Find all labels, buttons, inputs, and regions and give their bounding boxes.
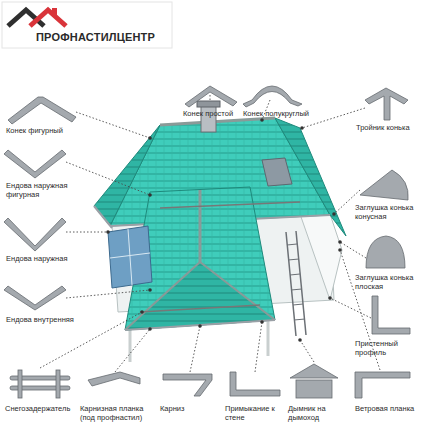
- drawing-part: [330, 298, 371, 318]
- part-label: Примыкание к стене: [225, 405, 285, 422]
- drawing-part: [190, 326, 200, 372]
- drawing-part: [8, 97, 76, 124]
- drawing-part: [115, 329, 150, 372]
- drawing-part: [293, 304, 303, 305]
- drawing-part: [30, 10, 66, 26]
- drawing-part: [140, 310, 144, 314]
- drawing-part: [108, 226, 152, 288]
- drawing-part: [338, 240, 342, 244]
- part-label: Дымник на дымоход: [288, 405, 353, 422]
- part-label: Конек простой: [183, 110, 241, 119]
- drawing-part: [243, 86, 302, 107]
- part-label: Карниз: [160, 405, 220, 414]
- drawing-part: [355, 372, 410, 398]
- drawing-part: [88, 372, 140, 386]
- drawing-part: [4, 218, 66, 251]
- drawing-part: [200, 262, 275, 320]
- drawing-part: [366, 236, 405, 268]
- logo: [2, 2, 172, 48]
- part-label: Карнизная планка (под профнастил): [80, 405, 156, 422]
- roof-details: [140, 101, 306, 336]
- drawing-part: [267, 320, 270, 356]
- part-label: Заглушка конька плоская: [355, 274, 419, 291]
- drawing-part: [4, 150, 66, 178]
- drawing-part: [129, 330, 132, 362]
- drawing-part: [52, 8, 57, 17]
- part-label: Ендова наружная фигурная: [6, 182, 80, 199]
- drawing-part: [300, 126, 304, 130]
- drawing-part: [197, 101, 220, 107]
- part-label: Конек фигурный: [6, 127, 86, 136]
- drawing-part: [148, 136, 152, 140]
- drawing-part: [298, 338, 302, 342]
- part-label: Заглушка конька конусная: [355, 204, 419, 221]
- drawing-part: [66, 162, 150, 195]
- part-label: Ендова внутренняя: [6, 316, 88, 325]
- drawing-part: [287, 244, 297, 245]
- leader-lines: [40, 95, 380, 372]
- drawing-part: [294, 319, 305, 320]
- drawing-part: [106, 230, 110, 234]
- drawing-part: [365, 88, 408, 120]
- drawing-part: [340, 242, 366, 258]
- drawing-part: [110, 253, 150, 258]
- drawing-part: [260, 320, 264, 324]
- drawing-part: [300, 214, 342, 300]
- drawing-part: [260, 118, 264, 122]
- drawing-part: [199, 190, 202, 262]
- drawing-part: [160, 202, 300, 208]
- drawing-part: [360, 170, 408, 200]
- drawing-part: [2, 2, 172, 48]
- drawing-part: [148, 288, 152, 292]
- drawing-part: [288, 259, 299, 260]
- bay-window: [108, 226, 152, 288]
- part-label: Пристенный профиль: [355, 340, 419, 357]
- part-label: Ендова наружная: [6, 255, 84, 264]
- drawing-part: [148, 327, 152, 331]
- drawing-part: [210, 95, 211, 100]
- drawing-part: [160, 118, 275, 125]
- drawing-part: [332, 212, 336, 216]
- drawing-part: [128, 229, 132, 285]
- part-label: Ветровая планка: [355, 405, 423, 414]
- drawing-part: [125, 320, 275, 330]
- leader-dots: [106, 118, 342, 342]
- drawing-part: [230, 372, 280, 396]
- drawing-part: [300, 340, 314, 362]
- drawing-part: [338, 248, 342, 252]
- drawing-part: [328, 296, 332, 300]
- drawing-part: [66, 290, 150, 298]
- drawing-part: [185, 86, 237, 107]
- drawing-part: [290, 364, 338, 378]
- drawing-part: [262, 158, 292, 186]
- logo-text: ПРОФНАСТИЛЦЕНТР: [36, 31, 155, 44]
- part-label: Снегозадержатель: [5, 405, 77, 414]
- drawing-part: [198, 324, 202, 328]
- drawing-part: [302, 108, 365, 128]
- part-label: Тройник конька: [356, 124, 422, 133]
- drawing-part: [296, 380, 332, 398]
- drawing-part: [66, 232, 108, 233]
- drawing-part: [56, 370, 60, 398]
- drawing-part: [18, 370, 22, 398]
- drawing-part: [140, 305, 260, 312]
- drawing-part: [148, 193, 152, 197]
- drawing-part: [76, 112, 150, 138]
- drawing-part: [372, 296, 410, 334]
- drawing-part: [4, 286, 66, 310]
- drawing-part: [94, 206, 112, 228]
- part-label: Конек полукруглый: [243, 110, 321, 119]
- drawing-part: [163, 374, 212, 396]
- drawing-part: [291, 289, 302, 290]
- drawing-part: [255, 322, 262, 372]
- part-icons: [4, 86, 410, 398]
- drawing-part: [290, 274, 300, 275]
